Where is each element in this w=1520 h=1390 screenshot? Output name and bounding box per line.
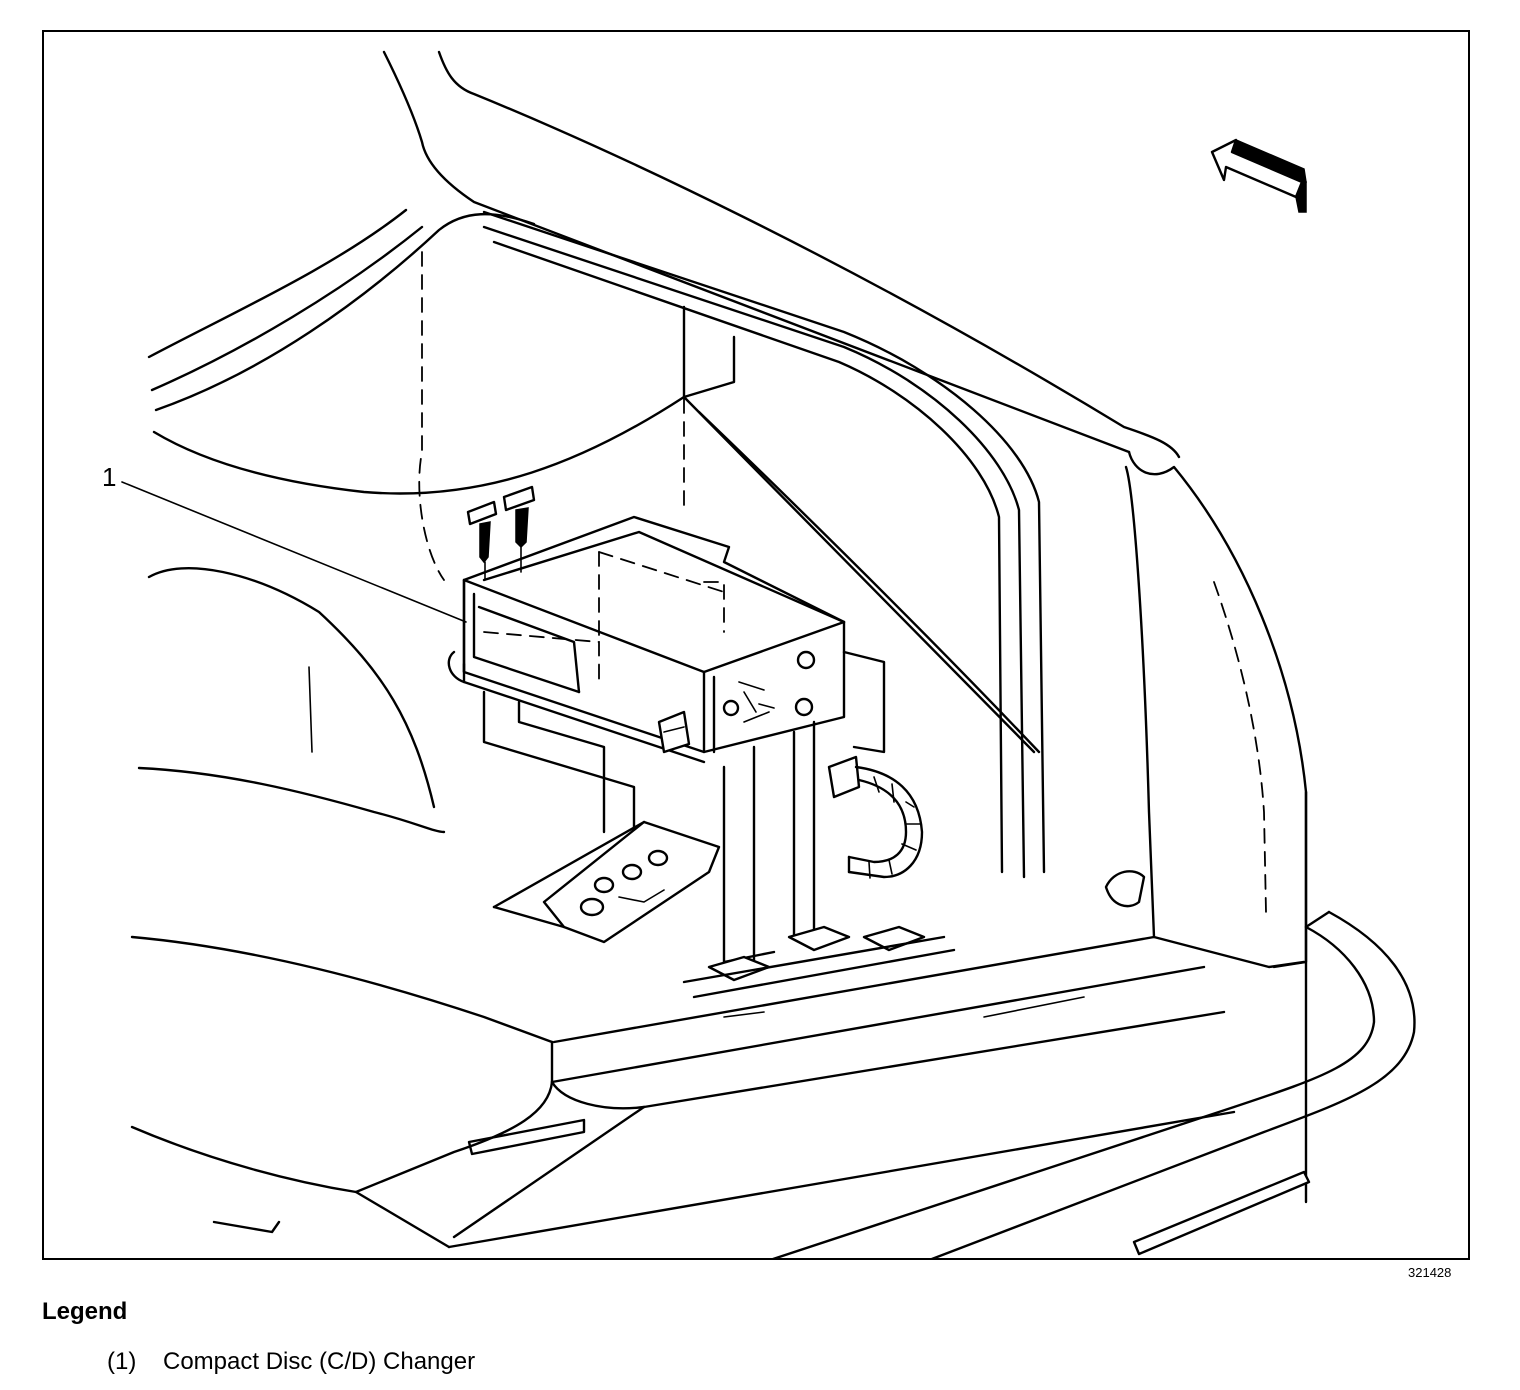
legend-title: Legend <box>42 1298 128 1325</box>
legend-item-number: (1) <box>107 1348 137 1375</box>
legend-item: (1) Compact Disc (C/D) Changer <box>107 1350 475 1374</box>
legend-item-label: Compact Disc (C/D) Changer <box>163 1348 476 1375</box>
trunk-illustration <box>121 50 1416 1258</box>
figure-frame: 1 <box>42 30 1470 1260</box>
figure-id: 321428 <box>1408 1265 1452 1280</box>
callout-number-1: 1 <box>102 462 117 492</box>
